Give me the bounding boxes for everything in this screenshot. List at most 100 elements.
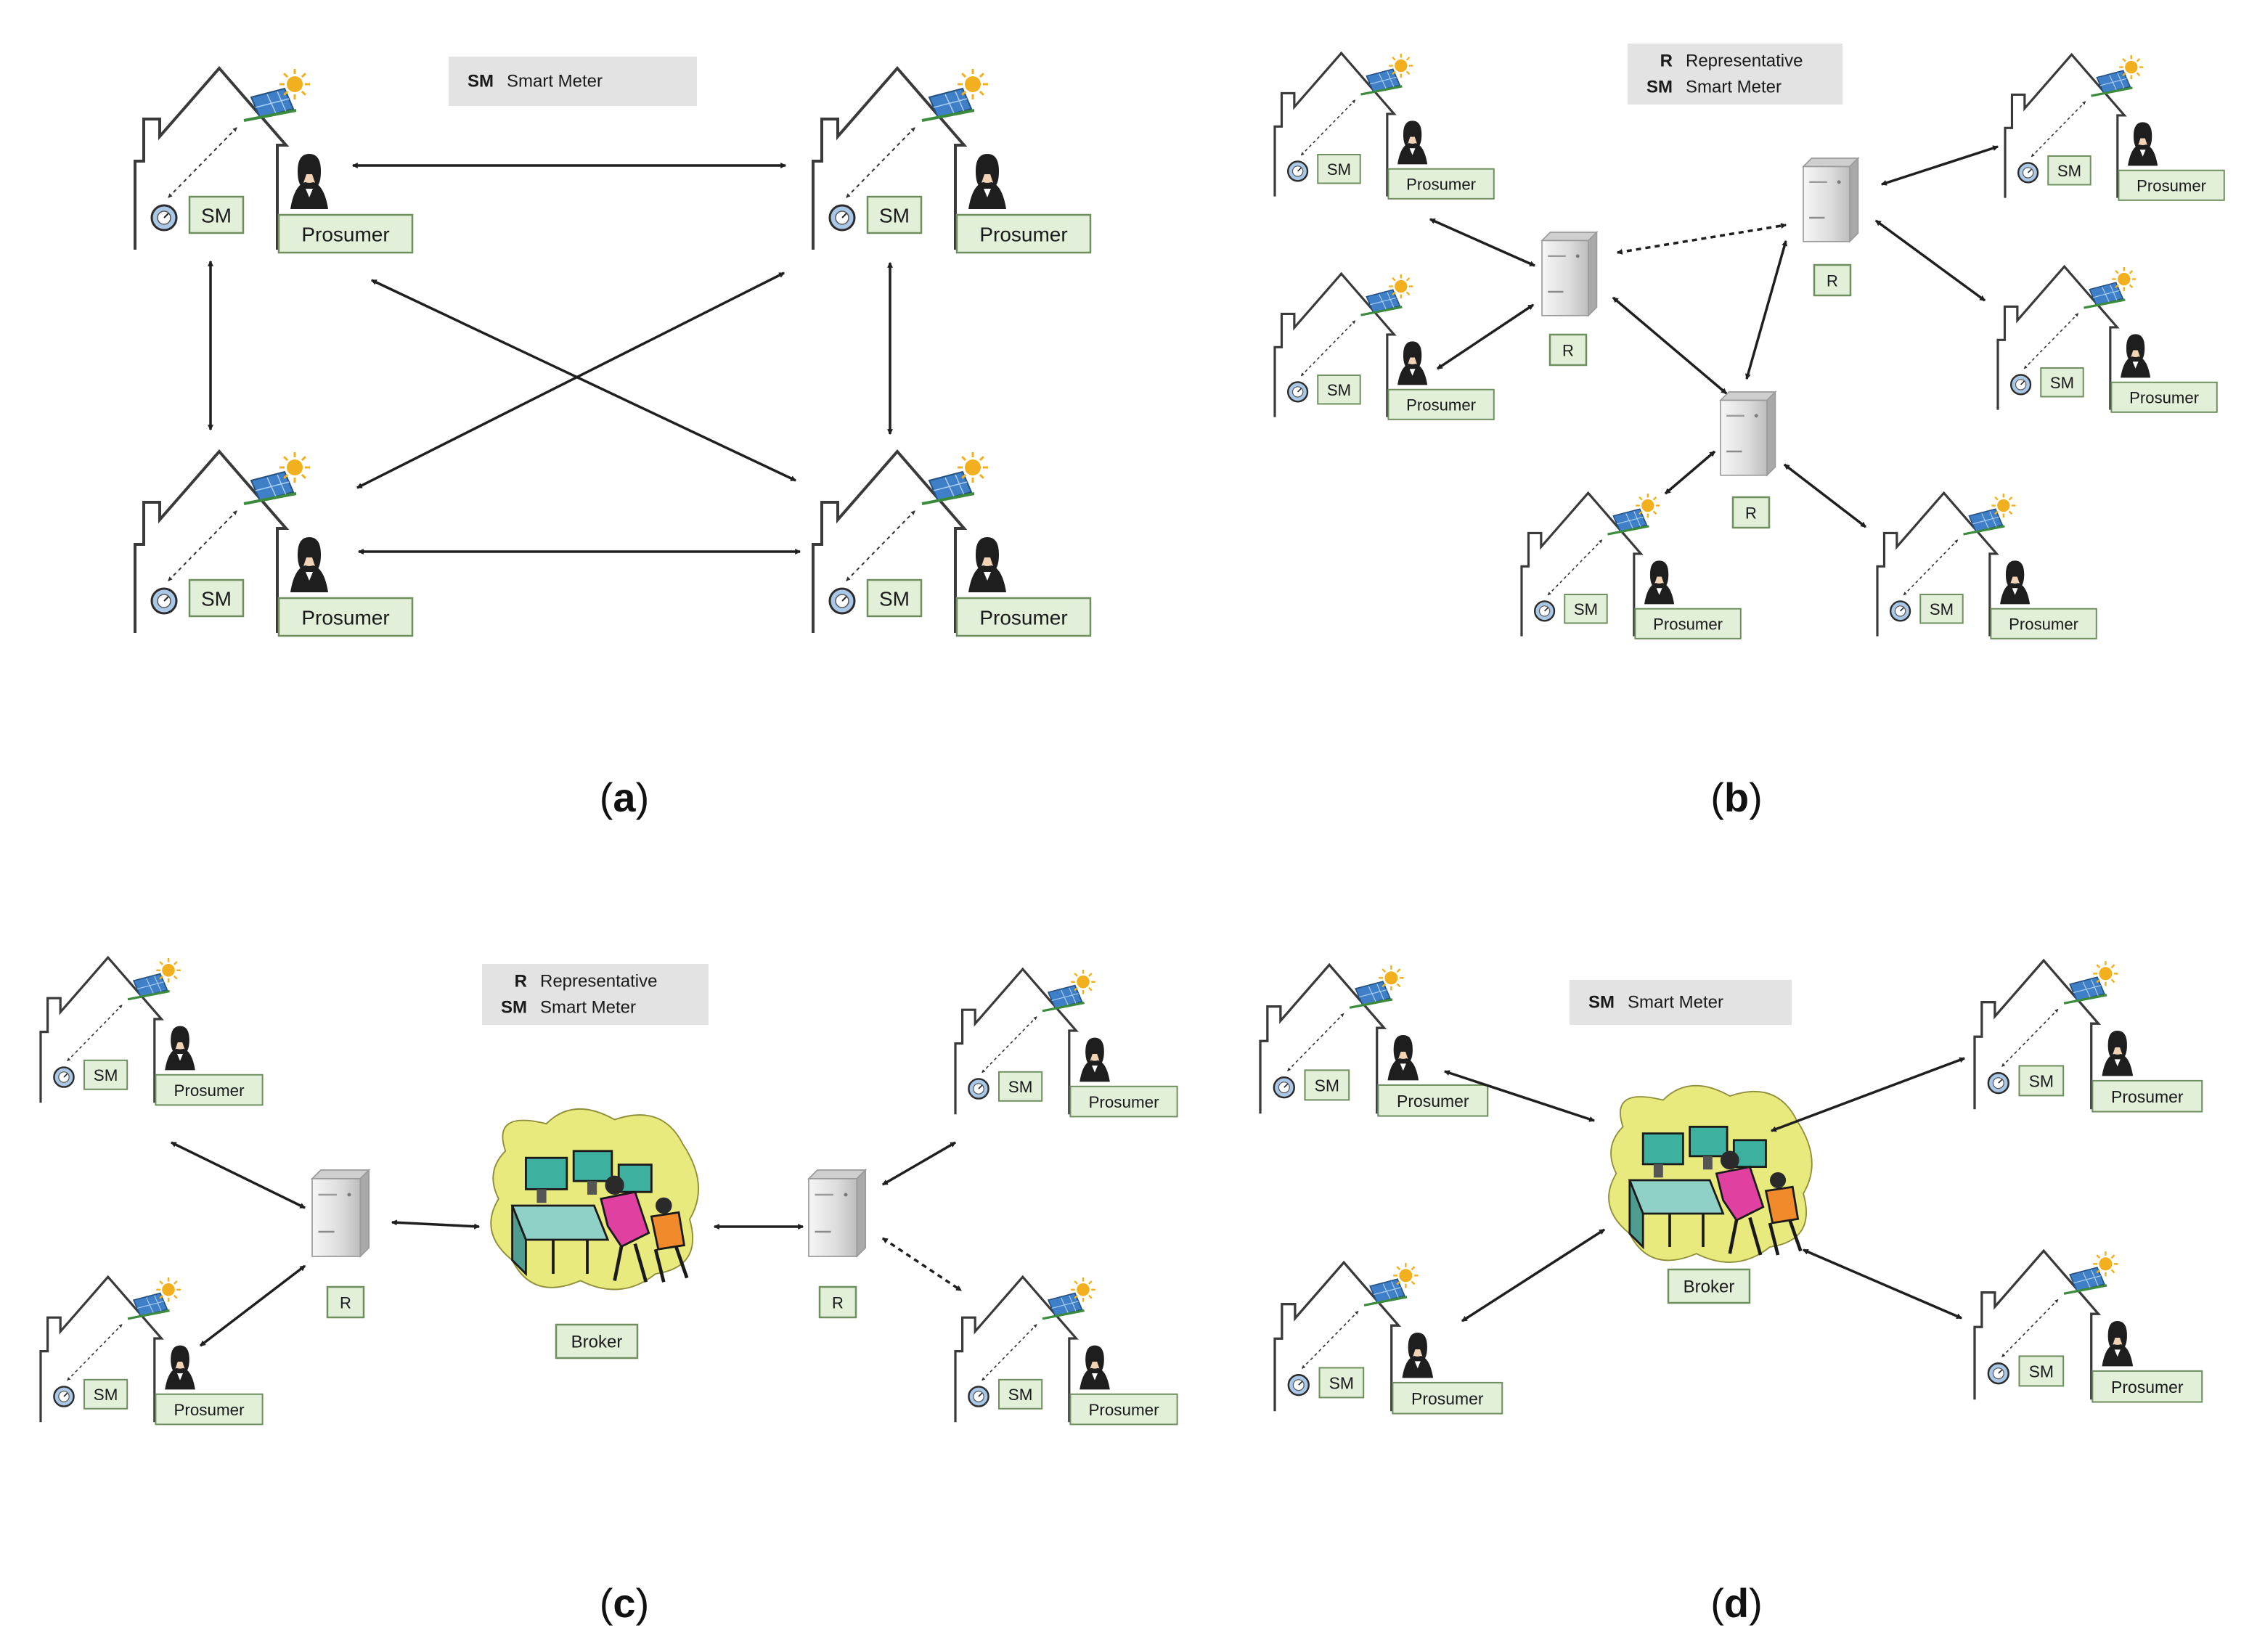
solar-panel-icon [2084, 282, 2126, 309]
solar-panel-icon [1042, 1292, 1085, 1320]
solar-panel-icon [243, 87, 297, 122]
representative-label-box [1731, 496, 1771, 529]
sm-label: SM [1329, 1374, 1354, 1393]
prosumer-person-icon [2102, 1321, 2134, 1367]
double-arrow [1770, 1057, 1966, 1132]
caption-a: (a) [600, 774, 649, 820]
prosumer-person-icon [165, 1345, 195, 1390]
representative-label-box [1813, 263, 1852, 297]
sun-icon [1071, 1277, 1095, 1302]
sm-label: SM [201, 205, 232, 227]
prosumer-label-box [1392, 1381, 1503, 1415]
sun-icon [1379, 965, 1404, 991]
smart-meter-icon [1987, 1362, 2009, 1385]
meter-link [2031, 101, 2086, 158]
sm-label: SM [2057, 162, 2081, 180]
meter-link [1903, 539, 1959, 596]
legend-key: SM [501, 998, 527, 1018]
caption-paren: ( [1710, 1580, 1724, 1626]
meter-link [846, 510, 915, 581]
double-arrow [1612, 296, 1728, 395]
sm-label: SM [2050, 374, 2074, 392]
prosumer-person-icon [2121, 334, 2151, 378]
smart-meter-icon [828, 204, 856, 232]
broker-label-box [555, 1323, 639, 1359]
solar-panel-icon [1963, 508, 2005, 536]
smart-meter-icon [1533, 600, 1556, 622]
meter-link [168, 127, 237, 198]
caption-letter: a [613, 774, 636, 820]
double-arrow [882, 1237, 962, 1292]
solar-panel-icon [1363, 1278, 1408, 1307]
prosumer-person-icon [968, 154, 1006, 209]
prosumer-person-icon [1080, 1037, 1110, 1082]
prosumer-label-box [955, 213, 1092, 254]
representative-label-box [818, 1285, 857, 1319]
sun-icon [1389, 274, 1413, 299]
solar-panel-icon [127, 1292, 170, 1320]
prosumer-person-icon [2102, 1031, 2134, 1076]
prosumer-house: SM Prosumer [2004, 52, 2225, 201]
sm-label-box [2040, 367, 2084, 398]
prosumer-person-icon [1397, 341, 1428, 385]
server-icon [1540, 231, 1599, 317]
sm-label: SM [879, 205, 910, 227]
smart-meter-icon [53, 1066, 75, 1088]
double-arrow [1880, 145, 1999, 186]
prosumer-label: Prosumer [2111, 1087, 2184, 1106]
solar-panel-icon [1360, 68, 1403, 96]
sm-label-box [998, 1378, 1043, 1410]
smart-meter-icon [1273, 1076, 1295, 1099]
sun-icon [1389, 53, 1413, 78]
sm-label-box [866, 195, 923, 234]
meter-link [982, 1324, 1037, 1381]
prosumer-label: Prosumer [979, 607, 1067, 629]
prosumer-label: Prosumer [1406, 396, 1476, 414]
server-icon [1802, 157, 1860, 243]
sm-label: SM [201, 588, 232, 610]
sm-label: SM [2029, 1362, 2054, 1381]
prosumer-label: Prosumer [2137, 177, 2206, 195]
prosumer-label: Prosumer [1653, 616, 1723, 634]
broker-icon [490, 1108, 699, 1291]
smart-meter-icon [1286, 160, 1309, 182]
representative-label-box [1548, 333, 1588, 367]
prosumer-label: Prosumer [1397, 1092, 1469, 1111]
prosumer-label-box [1069, 1085, 1178, 1118]
sm-label: SM [1008, 1386, 1033, 1404]
double-arrow [1874, 219, 1986, 302]
sm-label: SM [1008, 1078, 1033, 1096]
prosumer-label-box [1634, 608, 1742, 639]
legend-value: Smart Meter [507, 72, 603, 91]
prosumer-person-icon [2128, 122, 2158, 166]
double-arrow [1443, 1070, 1596, 1122]
prosumer-person-icon [1080, 1345, 1110, 1390]
double-arrow [199, 1264, 306, 1347]
double-arrow [356, 271, 785, 489]
meter-link [982, 1016, 1037, 1074]
solar-panel-icon [2091, 70, 2133, 97]
sun-icon [958, 69, 988, 99]
sun-icon [279, 69, 310, 99]
meter-link [2001, 1299, 2059, 1357]
meter-link [2001, 1008, 2059, 1067]
server-icon [807, 1168, 868, 1259]
prosumer-label-box [2091, 1079, 2203, 1113]
prosumer-label-box [1387, 388, 1495, 420]
representative-label: R [1745, 504, 1757, 523]
solar-panel-icon [1349, 981, 1393, 1009]
legend-key: SM [1646, 78, 1673, 97]
double-arrow [370, 279, 797, 482]
smart-meter-icon [968, 1386, 989, 1407]
prosumer-label: Prosumer [174, 1081, 245, 1100]
